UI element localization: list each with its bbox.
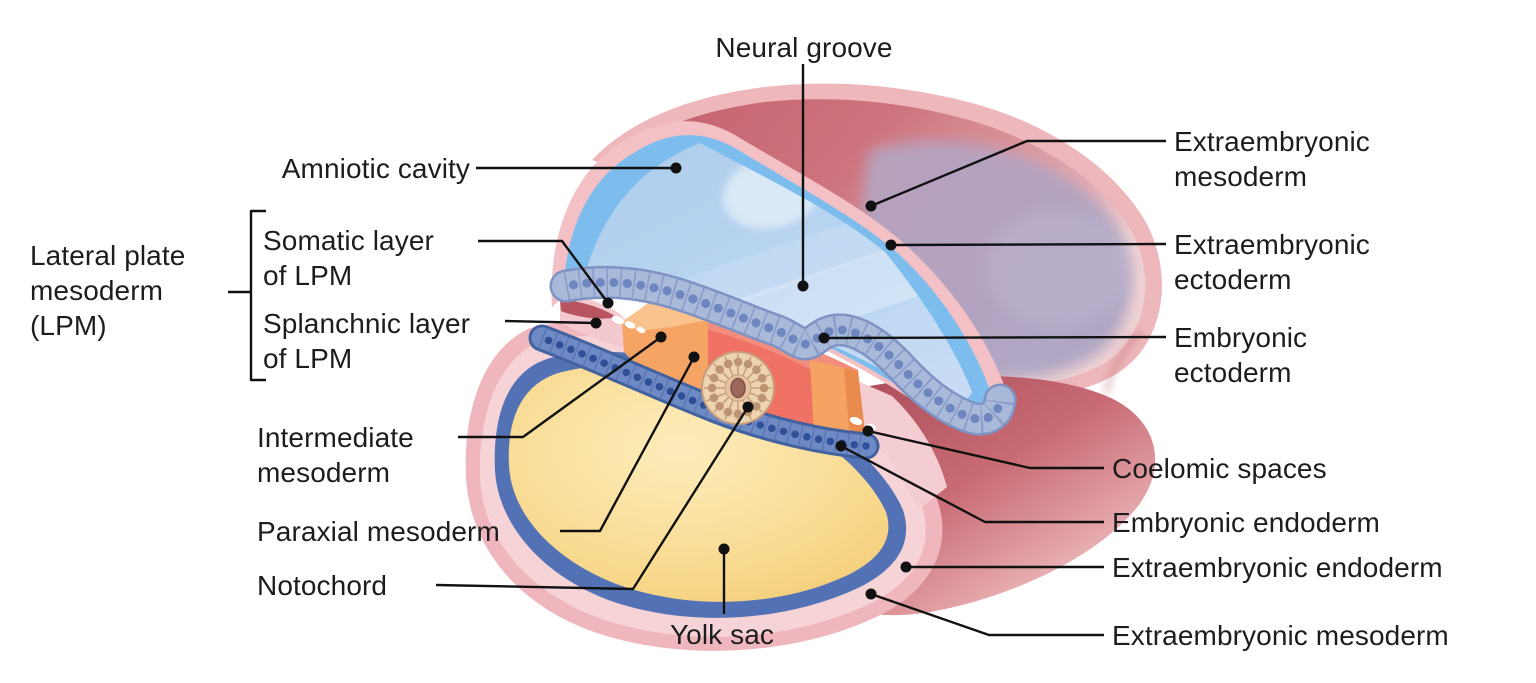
label-extraembryonic-endoderm: Extraembryonic endoderm bbox=[1112, 552, 1443, 583]
dot-yolk-sac bbox=[718, 543, 730, 555]
dot-notochord bbox=[742, 401, 754, 413]
embryonic-ectoderm-band bbox=[549, 265, 1017, 436]
label-extraembryonic-mesoderm-bottom: Extraembryonic mesoderm bbox=[1112, 620, 1449, 651]
dot-splanchnic-layer bbox=[590, 317, 602, 329]
label-embryonic-endoderm: Embryonic endoderm bbox=[1112, 507, 1380, 538]
label-coelomic-spaces: Coelomic spaces bbox=[1112, 453, 1327, 484]
dot-somatic-layer bbox=[602, 297, 614, 309]
label-embryonic-ectoderm: Embryonic ectoderm bbox=[1174, 322, 1308, 388]
notochord-shape bbox=[701, 351, 775, 425]
label-paraxial-mesoderm: Paraxial mesoderm bbox=[257, 516, 500, 547]
leader-intermediate-mesoderm bbox=[458, 336, 662, 439]
leader-coelomic-spaces bbox=[867, 429, 1104, 470]
dot-amniotic-cavity bbox=[670, 162, 682, 174]
leader-paraxial-mesoderm bbox=[560, 356, 696, 533]
leader-extraembryonic-ectoderm bbox=[890, 242, 1167, 247]
label-amniotic-cavity: Amniotic cavity bbox=[281, 153, 470, 184]
leader-somatic-layer bbox=[478, 239, 609, 304]
label-somatic-layer: Somatic layer of LPM bbox=[263, 225, 434, 291]
mauve-inner-highlight bbox=[986, 210, 1130, 326]
leader-extraembryonic-mesoderm-top bbox=[870, 139, 1166, 208]
dot-embryonic-ectoderm bbox=[818, 332, 830, 344]
dot-extraembryonic-mesoderm-bottom bbox=[865, 588, 877, 600]
dot-paraxial-mesoderm bbox=[688, 351, 700, 363]
dot-extraembryonic-endoderm bbox=[900, 561, 912, 573]
label-neural-groove: Neural groove bbox=[715, 32, 893, 63]
label-yolk-sac: Yolk sac bbox=[669, 619, 775, 650]
dot-embryonic-endoderm bbox=[835, 440, 847, 452]
label-extraembryonic-ectoderm: Extraembryonic ectoderm bbox=[1174, 229, 1370, 295]
dot-coelomic-spaces bbox=[862, 425, 874, 437]
coelomic-spaces-left bbox=[611, 315, 646, 334]
leader-embryonic-ectoderm bbox=[823, 335, 1167, 340]
right-gap-pink bbox=[845, 376, 947, 510]
dot-extraembryonic-mesoderm-top bbox=[865, 200, 877, 212]
leader-extraembryonic-mesoderm-bottom bbox=[870, 592, 1104, 637]
anchor-dots bbox=[590, 162, 912, 600]
label-extraembryonic-mesoderm-top: Extraembryonic mesoderm bbox=[1174, 126, 1370, 192]
left-gap-red-wedge bbox=[560, 299, 616, 319]
leader-notochord bbox=[435, 406, 750, 591]
leader-splanchnic-layer bbox=[504, 319, 596, 325]
leader-embryonic-endoderm bbox=[840, 444, 1104, 524]
label-intermediate-mesoderm: Intermediate mesoderm bbox=[257, 422, 414, 488]
lpm-bracket bbox=[249, 209, 266, 382]
dot-neural-groove bbox=[797, 280, 809, 292]
label-splanchnic-layer: Splanchnic layer of LPM bbox=[263, 308, 471, 374]
leader-lines bbox=[228, 64, 1167, 637]
label-notochord: Notochord bbox=[257, 570, 388, 601]
label-lateral-plate-mesoderm: Lateral plate mesoderm (LPM) bbox=[30, 240, 186, 341]
dot-intermediate-mesoderm bbox=[655, 331, 667, 343]
dot-extraembryonic-ectoderm bbox=[885, 239, 897, 251]
